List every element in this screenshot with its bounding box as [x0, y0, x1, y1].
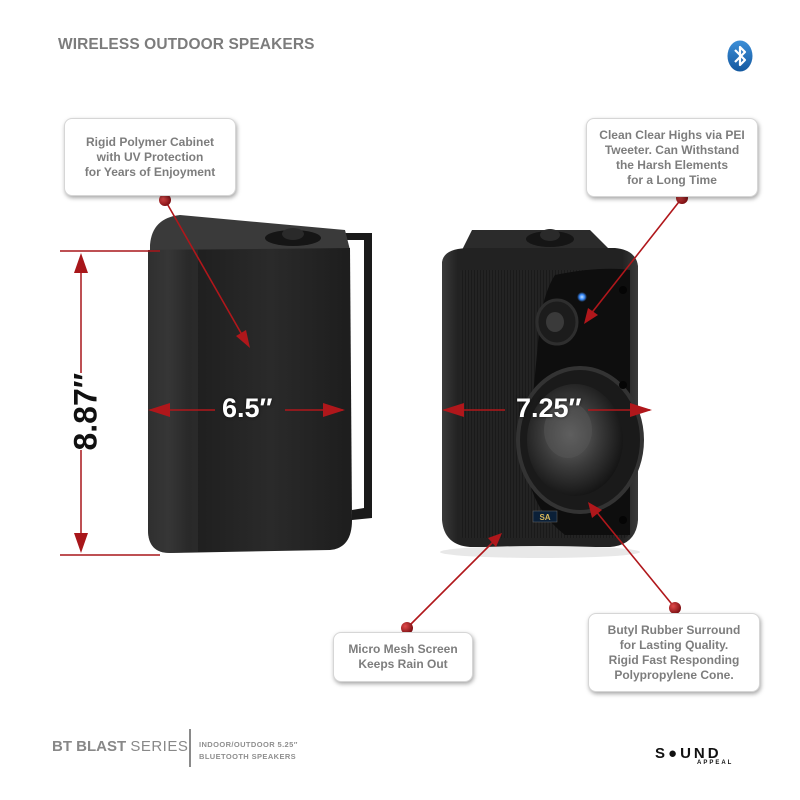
pointer-mesh — [401, 533, 502, 634]
callout-surround: Butyl Rubber Surround for Lasting Qualit… — [588, 613, 760, 692]
page-title: WIRELESS OUTDOOR SPEAKERS — [58, 36, 315, 53]
brand-tagline: APPEAL — [697, 760, 734, 766]
bluetooth-icon — [727, 40, 753, 72]
pointer-surround — [588, 502, 681, 614]
pointer-cabinet — [159, 194, 250, 348]
series-name-bold: BT BLAST — [52, 738, 127, 755]
depth-dimension-line — [148, 403, 345, 417]
callout-line: for Lasting Quality. — [619, 637, 729, 652]
callout-mesh: Micro Mesh Screen Keeps Rain Out — [333, 632, 473, 682]
width-dimension-line — [442, 403, 652, 417]
callout-line: Butyl Rubber Surround — [607, 622, 741, 637]
callout-cabinet: Rigid Polymer Cabinet with UV Protection… — [64, 118, 236, 196]
callout-line: Polypropylene Cone. — [614, 667, 734, 682]
depth-dimension-label: 6.5″ — [222, 393, 273, 423]
footer-divider — [189, 729, 191, 767]
callout-line: with UV Protection — [96, 149, 204, 164]
callout-line: Rigid Polymer Cabinet — [85, 134, 215, 149]
brand-logo: S●UND APPEAL — [655, 745, 755, 770]
speaker-front-view: SA — [440, 229, 644, 558]
series-name: BT BLAST SERIES — [52, 738, 188, 755]
brand-badge: SA — [539, 513, 550, 522]
callout-line: Clean Clear Highs via PEI — [599, 127, 745, 142]
callout-line: for Years of Enjoyment — [84, 164, 216, 179]
subtitle-line-1: INDOOR/OUTDOOR 5.25″ — [199, 740, 298, 749]
brand-wordmark: S●UND — [655, 745, 722, 762]
height-dimension-line — [60, 250, 160, 556]
callout-tweeter: Clean Clear Highs via PEI Tweeter. Can W… — [586, 118, 758, 197]
callout-line: Tweeter. Can Withstand — [604, 142, 740, 157]
series-name-light: SERIES — [130, 738, 189, 755]
callout-line: the Harsh Elements — [615, 157, 729, 172]
callout-line: for a Long Time — [627, 172, 717, 187]
series-subtitle: INDOOR/OUTDOOR 5.25″ BLUETOOTH SPEAKERS — [199, 739, 298, 763]
subtitle-line-2: BLUETOOTH SPEAKERS — [199, 752, 297, 761]
height-dimension-label: 8.87″ — [67, 372, 104, 451]
speaker-side-view — [148, 215, 372, 553]
width-dimension-label: 7.25″ — [516, 393, 582, 423]
callout-line: Micro Mesh Screen — [348, 642, 458, 656]
callout-line: Rigid Fast Responding — [608, 652, 740, 667]
callout-line: Keeps Rain Out — [358, 657, 448, 671]
